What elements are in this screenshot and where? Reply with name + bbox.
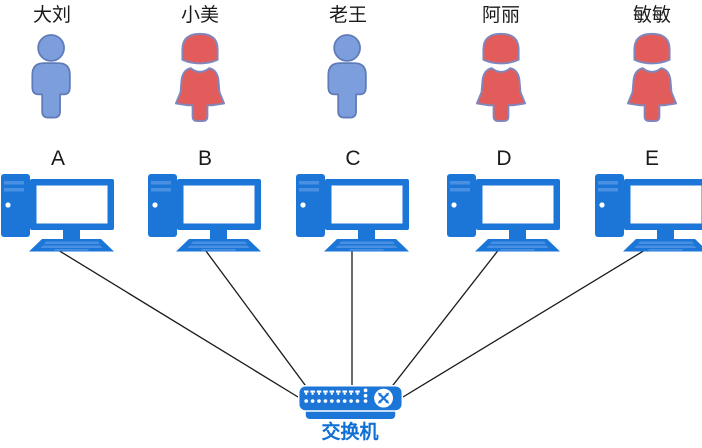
female-person-icon [475, 32, 527, 123]
male-person-icon [327, 34, 367, 119]
person-name-label: 敏敏 [632, 5, 671, 26]
computer-label: A [50, 147, 65, 170]
computer-label: C [345, 147, 361, 170]
switch-label: 交换机 [321, 422, 379, 443]
desktop-computer-icon [447, 174, 560, 252]
male-person-icon [31, 34, 71, 119]
desktop-computer-icon [1, 174, 114, 252]
person-name-label: 老王 [328, 5, 367, 26]
cable-b-to-switch [202, 246, 309, 390]
computer-b: B [147, 146, 263, 252]
cable-a-to-switch [52, 246, 299, 398]
person-2: 小美 [150, 4, 250, 125]
cable-d-to-switch [389, 247, 501, 390]
cable-e-to-switch [402, 246, 651, 398]
person-1: 大刘 [2, 4, 102, 125]
computer-label: B [197, 147, 212, 170]
network-switch-icon [297, 385, 404, 420]
desktop-computer-icon [148, 174, 261, 252]
computer-label: E [644, 147, 659, 170]
desktop-computer-icon [296, 174, 409, 252]
female-person-icon [174, 32, 226, 123]
person-3: 老王 [298, 4, 398, 125]
computer-e: E [594, 146, 702, 252]
person-5: 敏敏 [602, 4, 702, 125]
computer-label: D [496, 147, 512, 170]
female-person-icon [626, 32, 678, 123]
computer-d: D [446, 146, 562, 252]
person-name-label: 小美 [180, 5, 219, 26]
person-4: 阿丽 [451, 4, 551, 125]
person-name-label: 大刘 [32, 5, 71, 26]
computer-c: C [295, 146, 411, 252]
desktop-computer-icon [595, 174, 702, 252]
computer-a: A [0, 146, 116, 252]
person-name-label: 阿丽 [481, 5, 520, 26]
switch: 交换机 [296, 385, 404, 444]
